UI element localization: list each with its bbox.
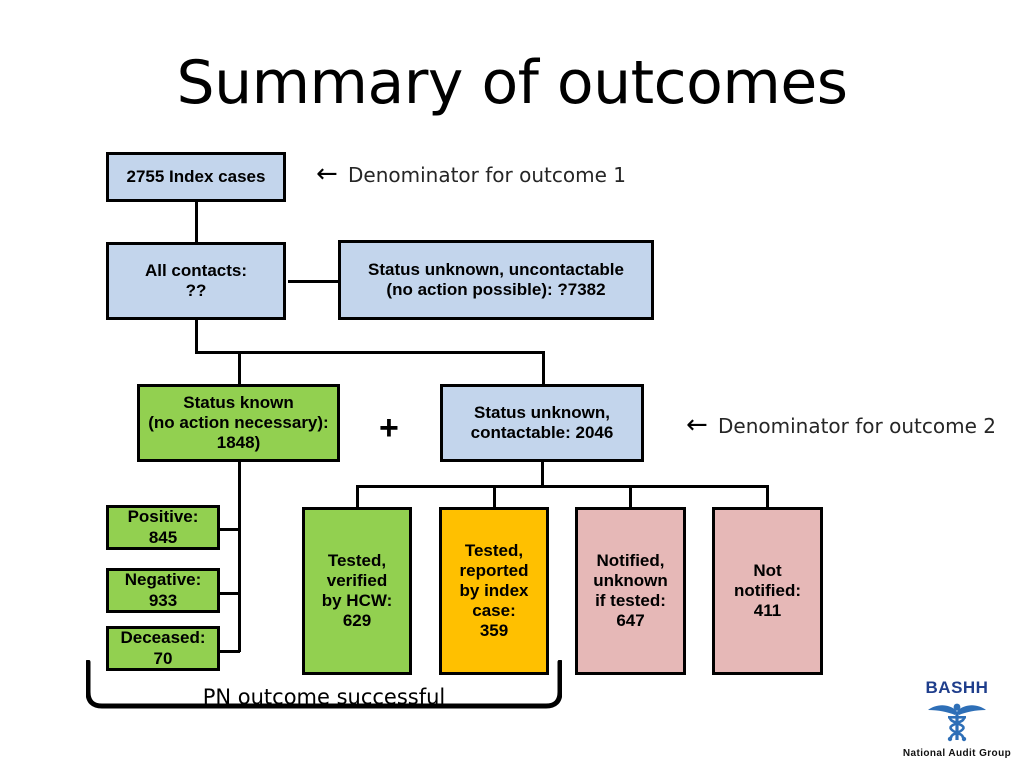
node-not-notified-label: Not notified: 411 — [733, 560, 802, 621]
node-negative-label: Negative: 933 — [124, 570, 202, 610]
slide-title: Summary of outcomes — [176, 48, 848, 118]
node-tested-reported-index[interactable]: Tested, reported by index case: 359 — [439, 507, 549, 675]
node-notified-unknown-if-tested[interactable]: Notified, unknown if tested: 647 — [575, 507, 686, 675]
node-all-contacts-label: All contacts: ?? — [144, 260, 248, 300]
node-status-known[interactable]: Status known (no action necessary): 1848… — [137, 384, 340, 462]
node-status-known-label: Status known (no action necessary): 1848… — [148, 392, 329, 453]
bashh-logo-name: BASHH — [925, 678, 989, 697]
caduceus-icon — [928, 703, 986, 742]
node-not-notified[interactable]: Not notified: 411 — [712, 507, 823, 675]
connector-contacts-to-uncontactable — [288, 280, 338, 283]
connector-stub-positive — [220, 528, 240, 531]
connector-to-tested-index — [493, 485, 496, 507]
annotation-denominator-2: Denominator for outcome 2 — [718, 414, 996, 438]
node-status-unknown-contactable[interactable]: Status unknown, contactable: 2046 — [440, 384, 644, 462]
bashh-logo-subtitle: National Audit Group — [902, 748, 1012, 759]
connector-to-not-notified — [766, 485, 769, 507]
connector-stub-deceased — [220, 650, 240, 653]
connector-to-status-unknown — [542, 351, 545, 384]
node-positive-label: Positive: 845 — [127, 507, 199, 547]
node-tested-reported-index-label: Tested, reported by index case: 359 — [459, 540, 529, 641]
node-status-unknown-contactable-label: Status unknown, contactable: 2046 — [470, 402, 614, 442]
connector-unknown-down — [541, 462, 544, 487]
node-deceased-label: Deceased: 70 — [120, 628, 206, 668]
node-tested-verified-hcw-label: Tested, verified by HCW: 629 — [321, 550, 393, 631]
connector-stub-negative — [220, 592, 240, 595]
node-deceased[interactable]: Deceased: 70 — [106, 626, 220, 671]
connector-bus-row2 — [195, 351, 545, 354]
arrow-left-icon-outcome-1: ← — [316, 159, 338, 189]
node-all-contacts[interactable]: All contacts: ?? — [106, 242, 286, 320]
connector-index-to-contacts — [195, 202, 198, 242]
annotation-denominator-1: Denominator for outcome 1 — [348, 163, 626, 187]
node-negative[interactable]: Negative: 933 — [106, 568, 220, 613]
plus-sign: + — [379, 409, 399, 447]
bashh-logo: BASHH National Audit Group — [898, 678, 1016, 762]
connector-to-tested-hcw — [356, 485, 359, 507]
pn-outcome-label: PN outcome successful — [202, 685, 446, 709]
connector-contacts-down — [195, 320, 198, 353]
connector-bus-row3 — [357, 485, 768, 488]
arrow-left-icon-outcome-2: ← — [686, 410, 708, 440]
connector-status-known-down — [238, 462, 241, 652]
node-index-cases[interactable]: 2755 Index cases — [106, 152, 286, 202]
pn-outcome-bracket — [86, 660, 562, 709]
connector-to-notified-unknown — [629, 485, 632, 507]
node-index-cases-label: 2755 Index cases — [126, 166, 266, 186]
node-positive[interactable]: Positive: 845 — [106, 505, 220, 550]
node-uncontactable-label: Status unknown, uncontactable (no action… — [368, 259, 624, 299]
node-tested-verified-hcw[interactable]: Tested, verified by HCW: 629 — [302, 507, 412, 675]
connector-to-status-known — [238, 351, 241, 384]
node-uncontactable[interactable]: Status unknown, uncontactable (no action… — [338, 240, 654, 320]
node-notified-unknown-if-tested-label: Notified, unknown if tested: 647 — [593, 550, 668, 631]
